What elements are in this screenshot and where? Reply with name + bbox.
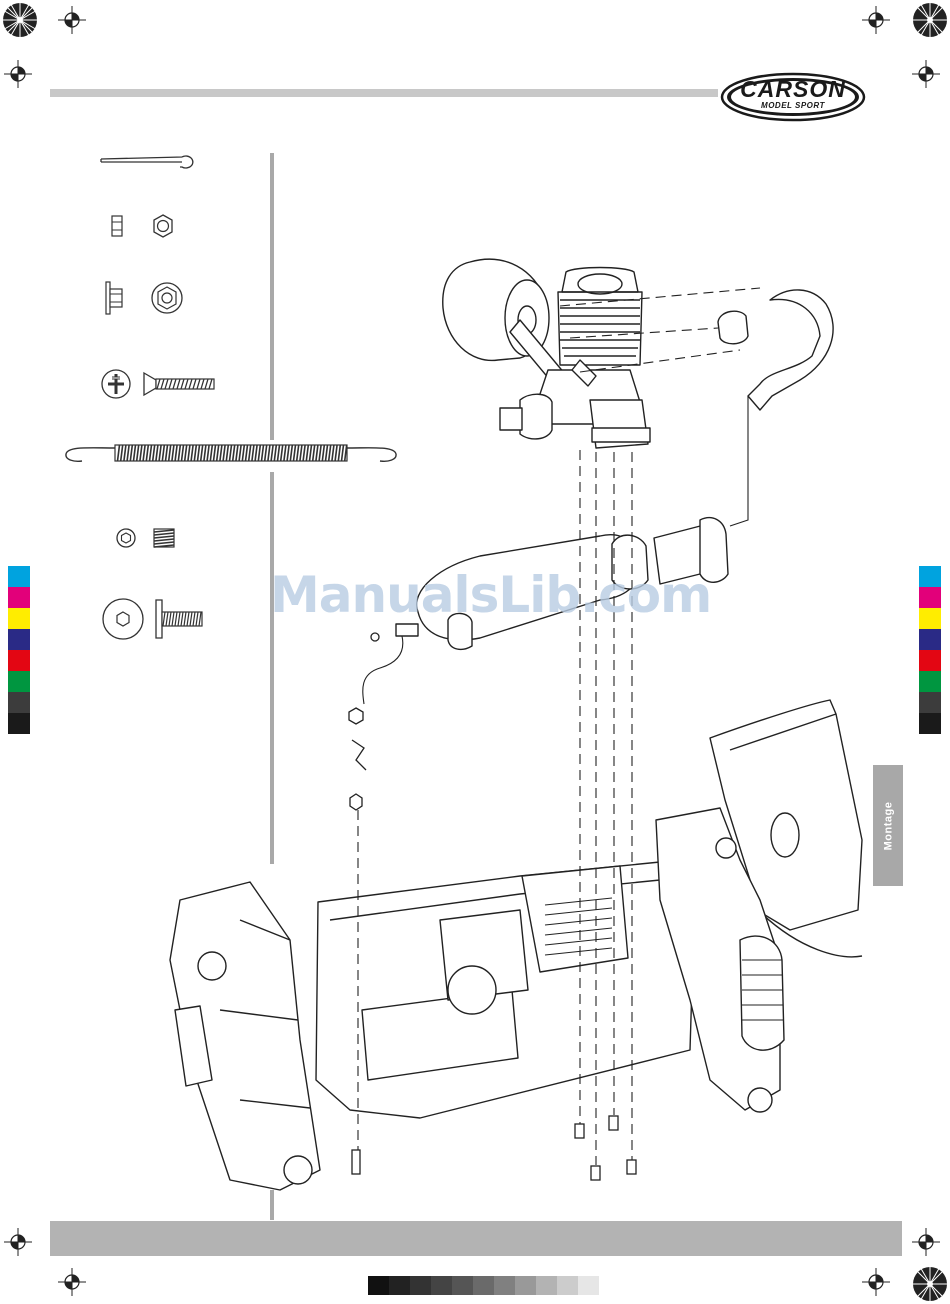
grey-step [515, 1276, 536, 1295]
engine-assembly-drawing [160, 240, 880, 1210]
grey-step [389, 1276, 410, 1295]
footer-bar [50, 1221, 902, 1256]
registration-wheel-icon [0, 0, 40, 40]
color-strip-left [8, 566, 30, 734]
swatch-magenta [919, 587, 941, 608]
swatch-green [8, 671, 30, 692]
grey-step [368, 1276, 389, 1295]
grey-step [578, 1276, 599, 1295]
swatch-black [8, 713, 30, 734]
swatch-yellow [8, 608, 30, 629]
swatch-magenta [8, 587, 30, 608]
watermark: ManualsLib.com [270, 566, 700, 624]
swatch-yellow [919, 608, 941, 629]
section-tab-label: Montage [882, 801, 894, 850]
carson-logo: CARSON MODEL SPORT [720, 72, 866, 122]
cotter-pin-icon [98, 150, 200, 172]
grey-step [536, 1276, 557, 1295]
color-strip-right [919, 566, 941, 734]
swatch-cyan [919, 566, 941, 587]
grey-step [431, 1276, 452, 1295]
grey-step [494, 1276, 515, 1295]
swatch-red [8, 650, 30, 671]
registration-wheel-icon [910, 0, 950, 40]
crosshair-mark-icon [58, 6, 86, 34]
swatch-red [919, 650, 941, 671]
swatch-blue [8, 629, 30, 650]
greyscale-strip [368, 1276, 599, 1295]
swatch-dark-grey [919, 692, 941, 713]
brand-name: CARSON [720, 77, 866, 101]
swatch-dark-grey [8, 692, 30, 713]
crosshair-mark-icon [4, 1228, 32, 1256]
header-bar [50, 89, 718, 97]
registration-wheel-icon [910, 1264, 950, 1304]
swatch-green [919, 671, 941, 692]
crosshair-mark-icon [58, 1268, 86, 1296]
crosshair-mark-icon [862, 1268, 890, 1296]
crosshair-mark-icon [912, 60, 940, 88]
swatch-black [919, 713, 941, 734]
grey-step [473, 1276, 494, 1295]
grey-step [410, 1276, 431, 1295]
swatch-cyan [8, 566, 30, 587]
swatch-blue [919, 629, 941, 650]
grey-step [452, 1276, 473, 1295]
hex-nut-icon [108, 210, 178, 242]
grey-step [557, 1276, 578, 1295]
crosshair-mark-icon [4, 60, 32, 88]
crosshair-mark-icon [912, 1228, 940, 1256]
crosshair-mark-icon [862, 6, 890, 34]
brand-tagline: MODEL SPORT [720, 101, 866, 111]
